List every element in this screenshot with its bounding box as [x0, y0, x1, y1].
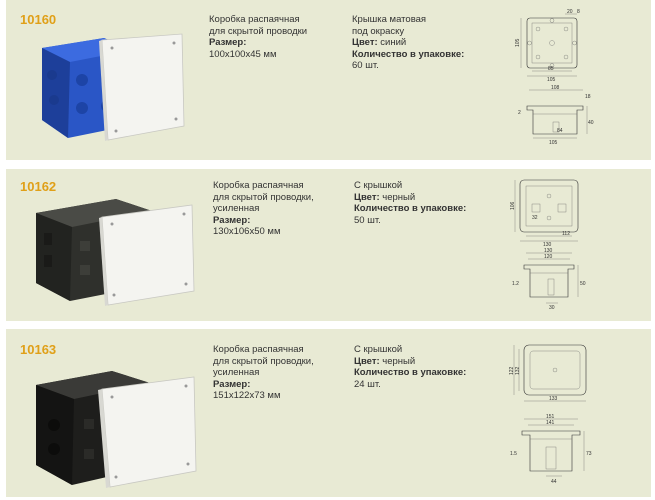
spec-line: под окраску — [352, 25, 405, 37]
dimension-label: 1.5 — [510, 451, 517, 457]
dimension-label: 120 — [544, 254, 553, 260]
dimension-label: 130 — [543, 242, 552, 246]
pack-value: 24 шт. — [354, 378, 381, 390]
size-label: Размер: — [209, 37, 247, 48]
product-code: 10160 — [20, 12, 57, 27]
technical-drawing-top-10162: 106 32 112 130 — [510, 179, 579, 246]
product-card-10162: 10162 Коробка распаячная для скрытой про… — [6, 169, 651, 321]
dimension-label: 8 — [577, 9, 580, 15]
product-photo-10160 — [42, 33, 185, 141]
dimension-label: 105 — [549, 140, 558, 146]
pack-value: 50 шт. — [354, 214, 381, 226]
dimension-label: 40 — [588, 120, 594, 126]
spec-line: Крышка матовая — [352, 14, 427, 25]
product-spec: С крышкой Цвет: черный Количество в упак… — [354, 180, 466, 226]
product-spec: Крышка матовая под окраску Цвет: синий К… — [352, 14, 464, 72]
product-description: Коробка распаячная для скрытой проводки … — [209, 14, 307, 60]
color-label: Цвет: — [352, 37, 378, 48]
size-label: Размер: — [213, 378, 251, 390]
pack-label: Количество в упаковке: — [354, 203, 467, 214]
product-description: Коробка распаячная для скрытой проводки,… — [213, 344, 314, 402]
dimension-label: 130 — [544, 248, 553, 254]
dimension-label: 112 — [562, 231, 570, 237]
color-value: синий — [380, 37, 407, 48]
spec-line: С крышкой — [354, 180, 403, 191]
dimension-label: 141 — [546, 420, 555, 426]
color-label: Цвет: — [354, 191, 380, 203]
pack-label: Количество в упаковке: — [352, 48, 465, 60]
dimension-label: 133 — [549, 396, 558, 402]
size-value: 130x106x50 мм — [213, 226, 281, 237]
dimension-label: 132 — [515, 366, 521, 375]
dimension-label: 20 — [567, 9, 573, 15]
product-description: Коробка распаячная для скрытой проводки,… — [213, 180, 314, 238]
product-spec: С крышкой Цвет: черный Количество в упак… — [354, 344, 466, 390]
product-photo-10162 — [36, 199, 195, 306]
size-value: 151x122x73 мм — [213, 390, 281, 401]
description-line: Коробка распаячная — [213, 180, 304, 191]
pack-value: 60 шт. — [352, 60, 379, 71]
color-value: черный — [382, 355, 416, 367]
technical-drawing-side-10162: 130 120 1.2 50 30 — [512, 248, 586, 311]
dimension-label: 32 — [532, 215, 538, 221]
description-line: усиленная — [213, 367, 260, 378]
dimension-label: 2 — [518, 110, 521, 116]
dimension-label: 44 — [551, 479, 557, 485]
description-line: для скрытой проводки, — [213, 355, 314, 367]
technical-drawing-side-10163: 151 141 1.5 73 44 — [510, 414, 592, 485]
product-card-10160: 10160 Коробка распаячная для скрытой про… — [6, 0, 651, 160]
color-value: черный — [382, 191, 416, 203]
spec-line: С крышкой — [354, 344, 403, 355]
dimension-label: 106 — [510, 201, 516, 210]
technical-drawing-top-10160: 20 8 105 85 105 — [515, 9, 580, 82]
color-label: Цвет: — [354, 355, 380, 367]
product-photo-10163 — [36, 371, 197, 488]
description-line: для скрытой проводки — [209, 25, 308, 37]
dimension-label: 84 — [557, 128, 563, 134]
description-line: Коробка распаячная — [213, 344, 304, 355]
dimension-label: 50 — [580, 281, 586, 287]
dimension-label: 30 — [549, 305, 555, 311]
dimension-label: 1.2 — [512, 281, 519, 287]
dimension-label: 73 — [586, 451, 592, 457]
product-card-10163: 10163 Коробка распаячная для скрытой про… — [6, 329, 651, 497]
dimension-label: 105 — [515, 38, 521, 47]
description-line: Коробка распаячная — [209, 14, 300, 25]
dimension-label: 105 — [547, 77, 556, 82]
size-value: 100x100x45 мм — [209, 48, 277, 60]
size-label: Размер: — [213, 214, 251, 226]
dimension-label: 108 — [551, 85, 560, 91]
description-line: для скрытой проводки, — [213, 191, 314, 203]
dimension-label: 85 — [548, 66, 554, 72]
dimension-label: 18 — [585, 94, 591, 100]
technical-drawing-top-10163: 122 132 133 — [509, 344, 587, 402]
description-line: усиленная — [213, 203, 260, 214]
dimension-label: 151 — [546, 414, 555, 420]
dimension-label: 122 — [509, 366, 515, 375]
product-code: 10162 — [20, 179, 57, 194]
pack-label: Количество в упаковке: — [354, 367, 467, 378]
technical-drawing-side-10160: 108 18 2 40 84 105 — [518, 85, 594, 146]
product-code: 10163 — [20, 342, 57, 357]
